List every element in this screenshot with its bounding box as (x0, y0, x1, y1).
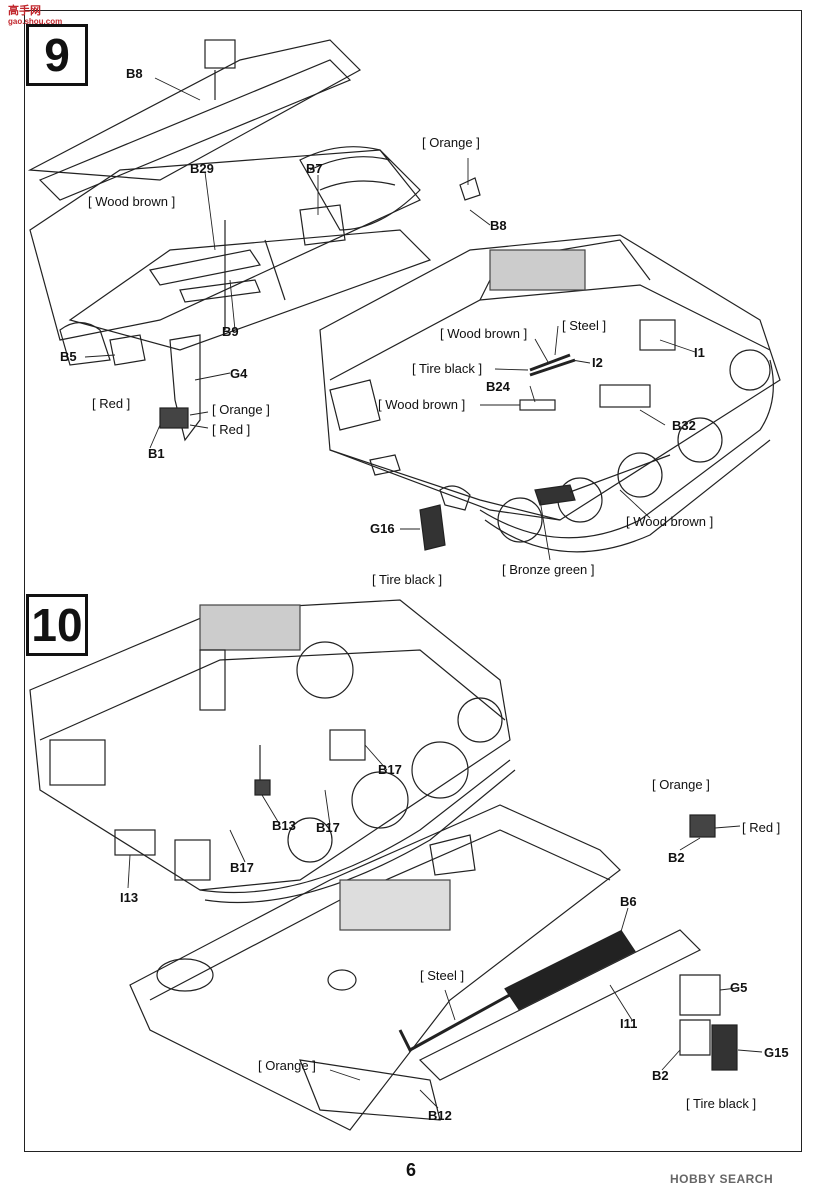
color-callout: [ Wood brown ] (88, 194, 176, 209)
part-label: B2 (652, 1068, 669, 1083)
color-callout: [ Red ] (212, 422, 251, 437)
watermark-logo: 高手网 gao.shou.com (8, 5, 63, 26)
color-callout: [ Bronze green ] (502, 562, 595, 577)
color-callout: [ Orange ] (652, 777, 710, 792)
step10-hull-bottom (129, 804, 738, 1131)
part-label: B8 (126, 66, 143, 81)
part-label: B17 (316, 820, 340, 835)
part-label: B17 (230, 860, 254, 875)
part-label: B13 (272, 818, 296, 833)
color-callout: [ Tire black ] (412, 361, 483, 376)
color-callout: [ Tire black ] (686, 1096, 757, 1111)
color-callout: [ Orange ] (212, 402, 270, 417)
part-label: B2 (668, 850, 685, 865)
leader-lines (84, 77, 763, 1109)
part-label: B9 (222, 324, 239, 339)
part-label: B1 (148, 446, 165, 461)
part-label: I11 (620, 1016, 638, 1031)
watermark-hobby-search: HOBBY SEARCH (670, 1172, 774, 1186)
step-9-number: 9 (26, 24, 88, 86)
color-callout: [ Wood brown ] (440, 326, 528, 341)
color-callout: [ Steel ] (420, 968, 465, 983)
part-label: B29 (190, 161, 214, 176)
color-callout: [ Orange ] (258, 1058, 316, 1073)
part-label: B12 (428, 1108, 452, 1123)
step9-hull-right (319, 234, 781, 553)
step-10-number: 10 (26, 594, 88, 656)
color-callout: [ Steel ] (562, 318, 607, 333)
part-label: G4 (230, 366, 248, 381)
color-callout: [ Tire black ] (372, 572, 443, 587)
color-callout: [ Wood brown ] (378, 397, 466, 412)
page-frame (24, 10, 802, 1152)
part-label: G16 (370, 521, 395, 536)
step9-hull-left (27, 39, 481, 442)
part-label: I1 (694, 345, 705, 360)
color-callout: [ Orange ] (422, 135, 480, 150)
part-label: I2 (592, 355, 603, 370)
part-label: B8 (490, 218, 507, 233)
color-callout: [ Wood brown ] (626, 514, 714, 529)
part-label: B7 (306, 161, 323, 176)
part-label: G5 (730, 980, 748, 995)
part-label: B24 (486, 379, 510, 394)
part-label: G15 (764, 1045, 789, 1060)
page-number: 6 (405, 1160, 416, 1180)
part-label: I13 (120, 890, 139, 905)
part-label: B5 (60, 349, 77, 364)
color-callout: [ Red ] (742, 820, 781, 835)
part-label: B6 (620, 894, 637, 909)
step10-hull-top (29, 599, 516, 904)
color-callout: [ Red ] (92, 396, 131, 411)
part-label: B32 (672, 418, 696, 433)
part-label: B17 (378, 762, 402, 777)
